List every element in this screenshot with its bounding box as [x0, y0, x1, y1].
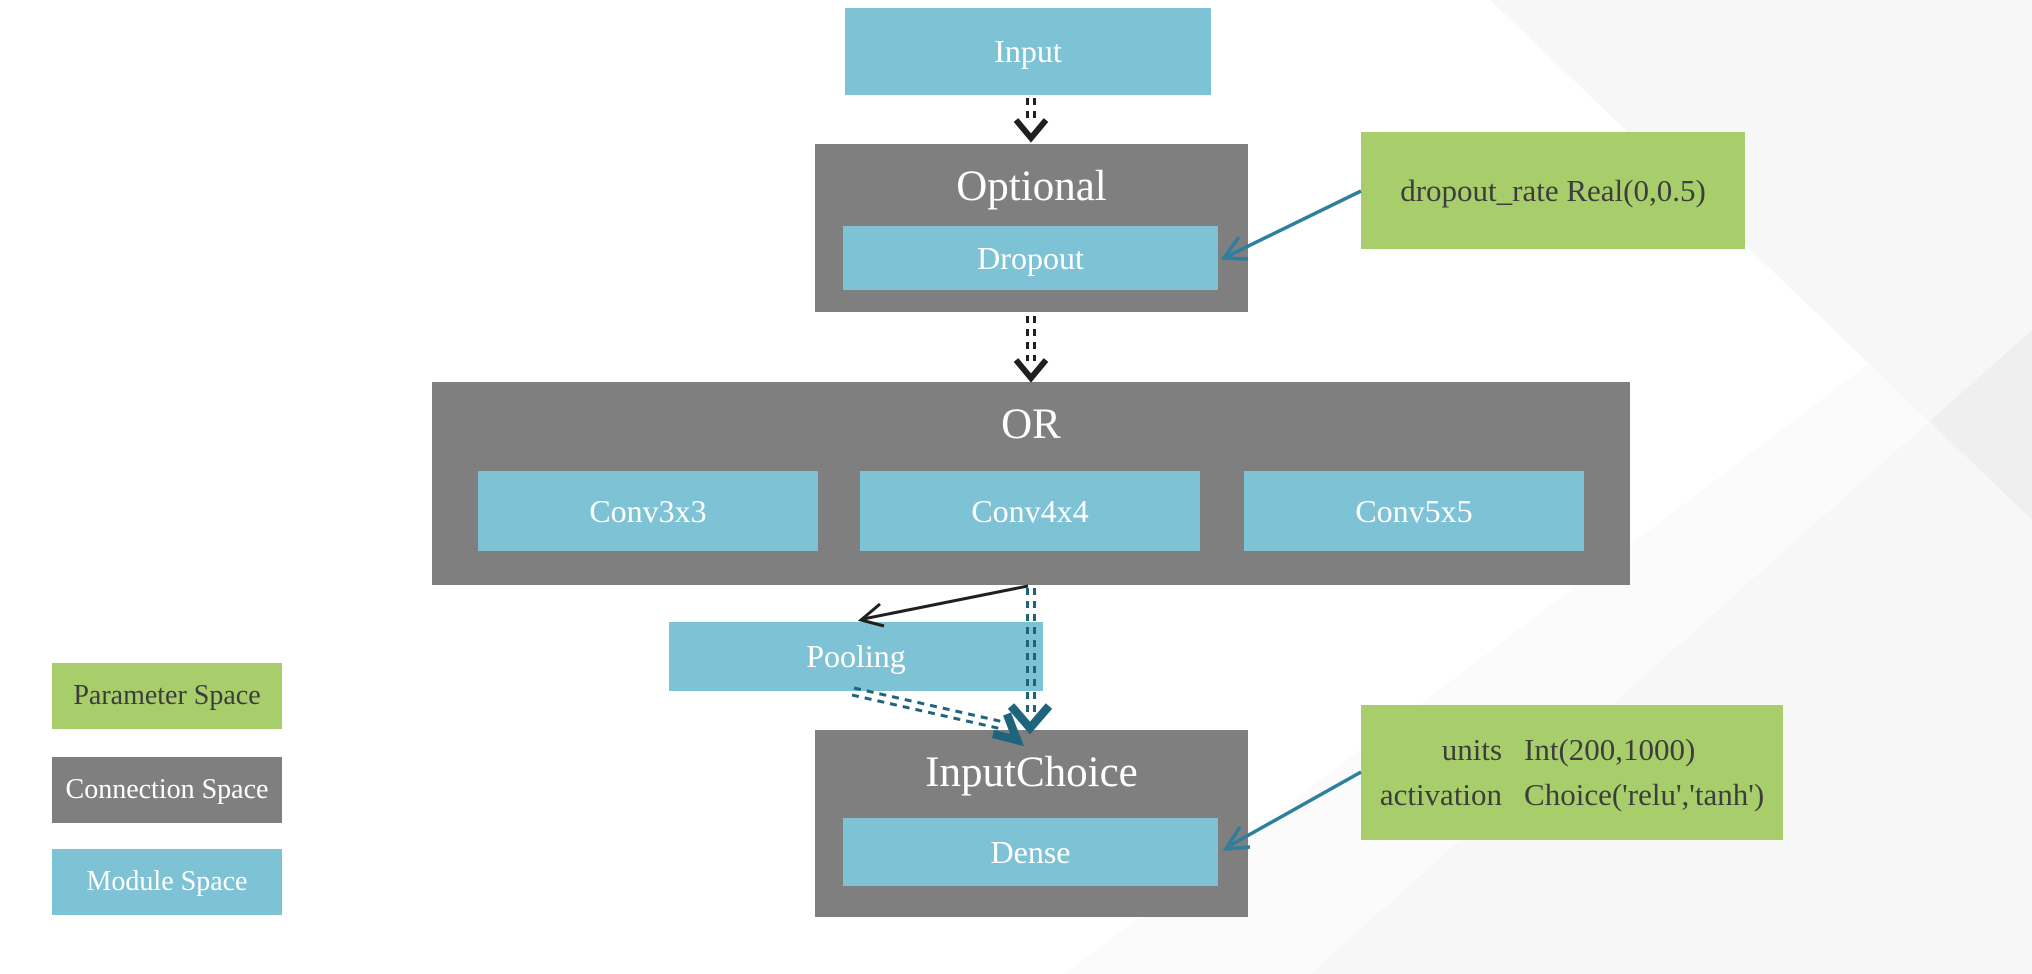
node-inputchoice-title: InputChoice	[925, 749, 1138, 796]
node-conv3x3-label: Conv3x3	[589, 492, 707, 529]
arrow-or-to-pooling	[857, 584, 1029, 628]
node-conv4x4: Conv4x4	[860, 471, 1200, 551]
legend-module-space: Module Space	[52, 849, 282, 915]
legend-parameter-space: Parameter Space	[52, 663, 282, 729]
param-dense-row0-value: Int(200,1000)	[1524, 732, 1696, 768]
node-dense: Dense	[843, 818, 1218, 886]
chevron-down-icon	[1013, 118, 1049, 143]
node-dropout-label: Dropout	[977, 239, 1084, 276]
node-input-label: Input	[994, 33, 1062, 69]
param-box-dense: units Int(200,1000) activation Choice('r…	[1361, 705, 1783, 840]
node-pooling-label: Pooling	[806, 638, 906, 674]
param-dense-row1-name: activation	[1379, 776, 1503, 812]
node-conv5x5: Conv5x5	[1244, 471, 1584, 551]
legend-parameter-space-label: Parameter Space	[73, 680, 261, 711]
chevron-down-icon	[1013, 358, 1049, 383]
param-dense-row0-name: units	[1441, 732, 1503, 768]
node-conv5x5-label: Conv5x5	[1355, 492, 1473, 529]
arrow-input-to-optional	[1013, 98, 1049, 143]
node-pooling: Pooling	[669, 622, 1043, 691]
param-box-dropout: dropout_rate Real(0,0.5)	[1361, 132, 1745, 249]
legend-connection-space-label: Connection Space	[65, 774, 269, 805]
legend-module-space-label: Module Space	[86, 866, 248, 897]
node-dropout: Dropout	[843, 226, 1218, 290]
node-dense-label: Dense	[990, 833, 1071, 870]
node-or-title: OR	[1001, 401, 1061, 448]
chevron-down-icon	[1007, 703, 1053, 735]
arrow-optional-to-or	[1013, 316, 1049, 383]
node-conv4x4-label: Conv4x4	[971, 492, 1089, 529]
param-dense-table: units Int(200,1000) activation Choice('r…	[1380, 730, 1764, 815]
node-optional-title: Optional	[956, 163, 1107, 210]
node-input: Input	[845, 8, 1211, 95]
legend-connection-space: Connection Space	[52, 757, 282, 823]
param-dropout-text: dropout_rate Real(0,0.5)	[1400, 172, 1706, 208]
node-conv3x3: Conv3x3	[478, 471, 818, 551]
param-dense-row1-value: Choice('relu','tanh')	[1524, 776, 1765, 812]
